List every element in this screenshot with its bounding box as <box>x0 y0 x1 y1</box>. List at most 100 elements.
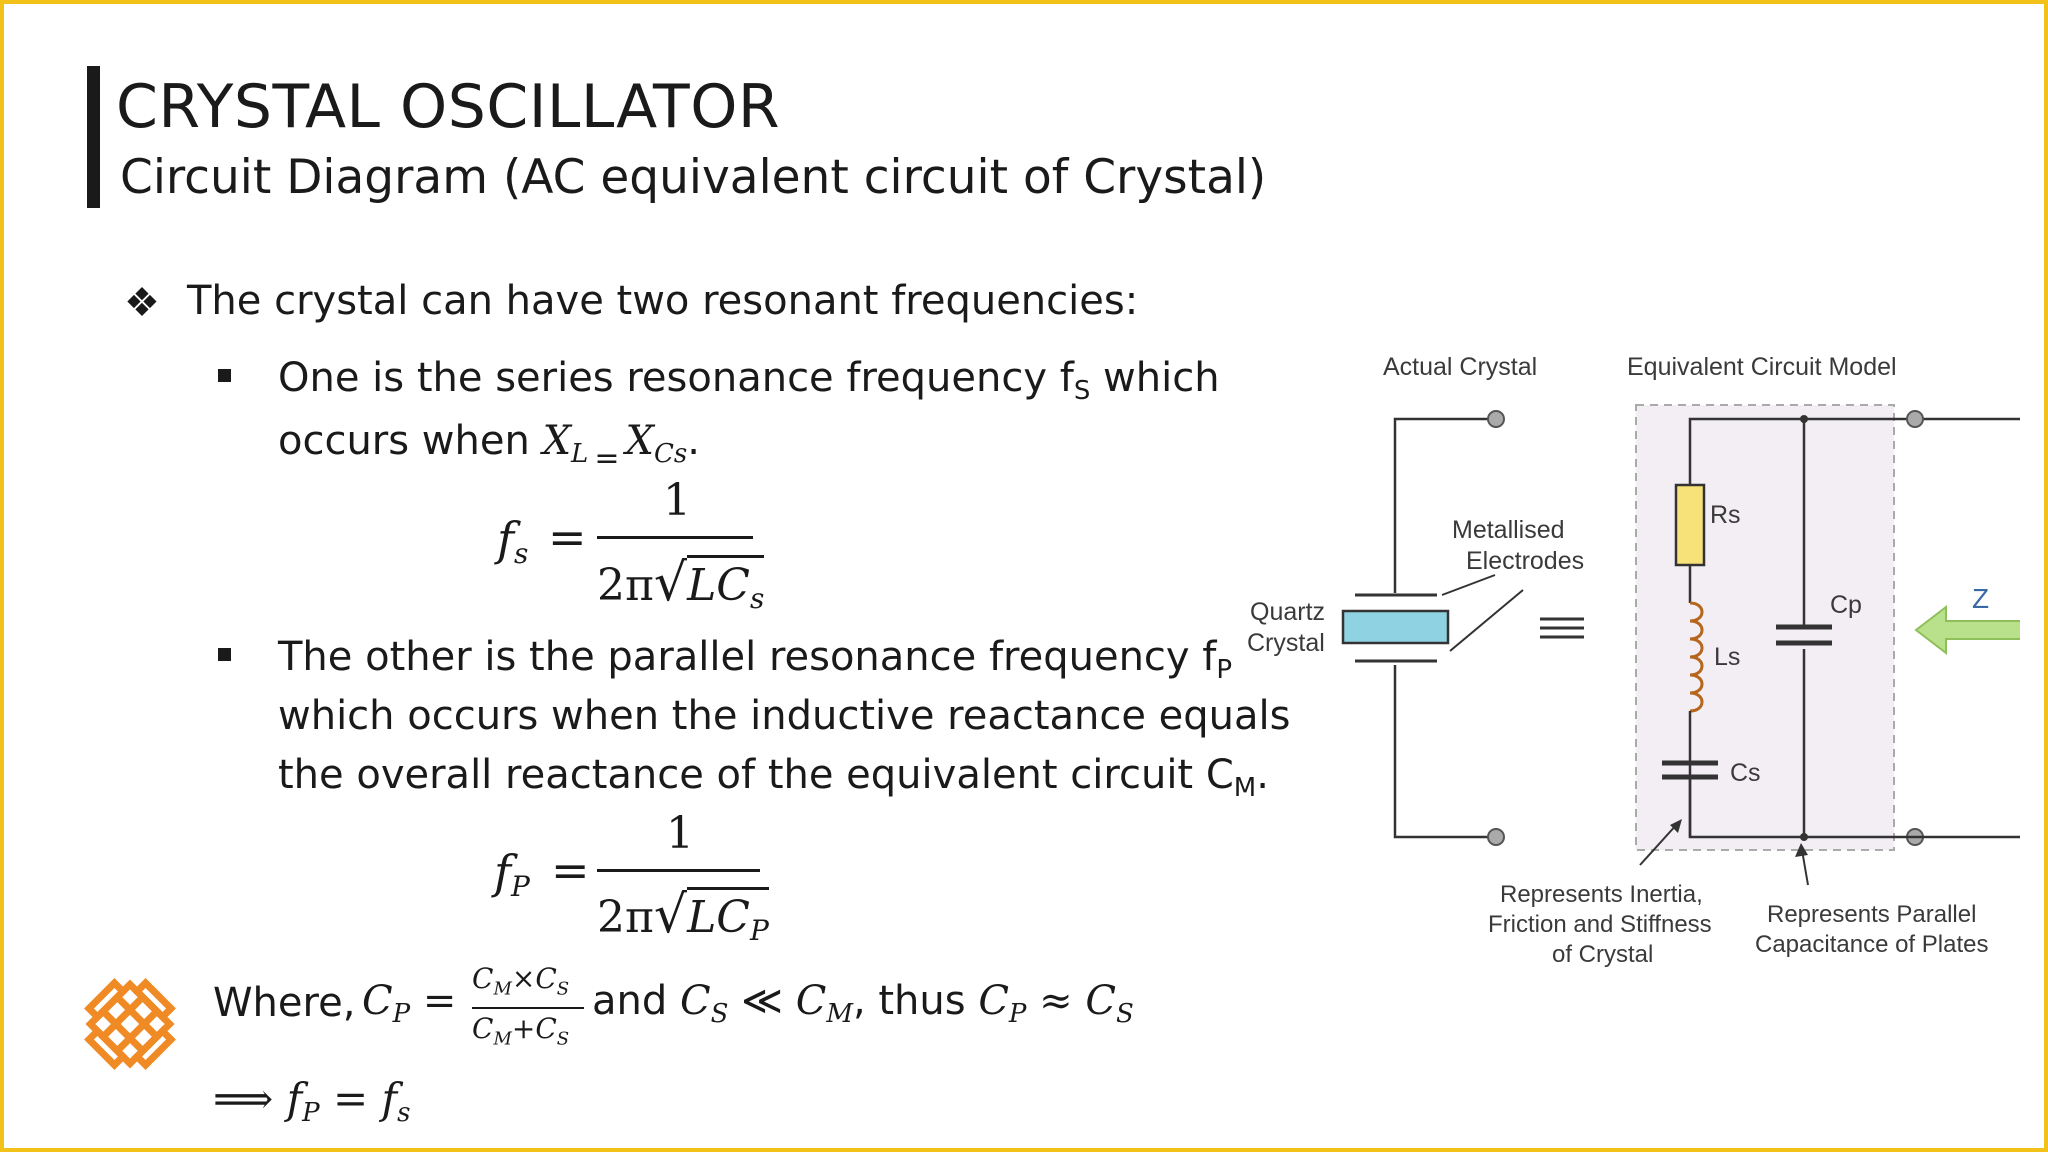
fp-equals: = <box>551 843 590 897</box>
parallel-line3-text: the overall reactance of the equivalent … <box>278 752 1234 798</box>
impedance-arrow-icon <box>1914 604 2020 656</box>
fs-symbol: f <box>497 512 515 566</box>
cp2-sub: P <box>1008 999 1027 1029</box>
fs-den-radicand: LCs <box>687 555 765 615</box>
xl-symbol: X <box>542 418 572 464</box>
xl-sub: L <box>571 439 589 469</box>
knot-logo-icon <box>84 978 176 1070</box>
equivalent-box <box>1635 404 1895 851</box>
label-metallised-2: Electrodes <box>1466 547 1584 575</box>
quartz-crystal <box>1341 609 1450 645</box>
cp-equals: = <box>410 978 457 1024</box>
xl-eq-sign: = <box>594 441 620 476</box>
fs-equals: = <box>548 510 587 564</box>
parallel-bullet-line2: which occurs when the inductive reactanc… <box>278 693 1291 739</box>
terminal-icon <box>1487 828 1505 846</box>
slide-subtitle: Circuit Diagram (AC equivalent circuit o… <box>120 150 1267 205</box>
inductor-ls <box>1689 601 1704 713</box>
label-metallised-1: Metallised <box>1452 516 1565 544</box>
where-cp: CP = <box>362 978 456 1029</box>
fs-denominator: 2π√LCs <box>597 553 765 615</box>
diamond-bullet-icon: ❖ <box>124 281 160 325</box>
fs-den-sub: s <box>749 582 765 615</box>
label-quartz-2: Crystal <box>1247 629 1325 657</box>
much-less-sign: ≪ <box>728 978 796 1024</box>
xcs-sub: Cs <box>653 439 688 469</box>
fs-sub: s <box>514 537 529 570</box>
frac-num-mid: ×C <box>511 962 557 995</box>
parallel-text-a: The other is the parallel resonance freq… <box>278 634 1217 680</box>
fp-den-lc: LC <box>687 892 750 943</box>
fs-numerator: 1 <box>663 475 691 526</box>
xcs-period: . <box>687 418 700 464</box>
main-bullet-text: The crystal can have two resonant freque… <box>187 278 1139 324</box>
cp-frac-denominator: CM+CS <box>472 1012 569 1050</box>
note-pointer <box>1639 822 1679 866</box>
fp-symbol: f <box>494 845 512 899</box>
electrode-pointer <box>1441 574 1496 596</box>
parallel-line3-period: . <box>1256 752 1269 798</box>
frac-num-sub2: S <box>556 978 570 1000</box>
final-fs-sub: s <box>397 1098 411 1128</box>
electrode-pointer <box>1449 589 1524 652</box>
note-right-1: Represents Parallel <box>1767 901 1976 928</box>
final-equals: = <box>319 1074 382 1123</box>
note-left-2: Friction and Stiffness <box>1488 911 1712 938</box>
implies-arrow-icon: ⟹ <box>213 1074 287 1123</box>
final-fp-sub: P <box>302 1098 320 1128</box>
parallel-bullet-line1: The other is the parallel resonance freq… <box>278 634 1232 685</box>
series-bullet-line2: occurs when XL=XCs. <box>278 418 700 476</box>
arrowhead-icon <box>1795 843 1808 857</box>
cs-symbol: C <box>679 978 711 1024</box>
resistor-rs <box>1674 483 1706 567</box>
series-text-a: One is the series resonance frequency f <box>278 355 1074 401</box>
where-rest: and CS ≪ CM, thus CP ≈ CS <box>592 978 1134 1029</box>
frac-den-c: C <box>472 1012 494 1045</box>
thus-text: , thus <box>852 978 979 1024</box>
xcs-symbol: X <box>625 418 654 464</box>
frac-den-sub2: S <box>556 1028 570 1050</box>
fs-den-lc: LC <box>687 560 750 611</box>
series-text-b: which <box>1090 355 1220 401</box>
slide-title: CRYSTAL OSCILLATOR <box>116 72 781 142</box>
frac-den-sub1: M <box>493 1028 512 1050</box>
fp-numerator: 1 <box>666 808 694 859</box>
cm-symbol: C <box>795 978 827 1024</box>
approx-sign: ≈ <box>1026 978 1086 1024</box>
crystal-circuit-diagram: Actual Crystal Equivalent Circuit Model … <box>1247 353 2020 968</box>
label-z: Z <box>1972 583 1989 614</box>
fs-den-2pi: 2π <box>597 560 654 611</box>
label-rs: Rs <box>1710 501 1741 529</box>
label-actual-crystal: Actual Crystal <box>1383 353 1537 381</box>
junction-dot <box>1800 415 1808 423</box>
label-cs: Cs <box>1730 759 1761 787</box>
fp-fraction-bar <box>597 869 760 872</box>
fp-den-2pi: 2π <box>597 892 654 943</box>
frac-num-c: C <box>472 962 494 995</box>
fp-den-radicand: LCP <box>687 887 769 947</box>
label-equivalent-model: Equivalent Circuit Model <box>1627 353 1897 381</box>
square-bullet-icon <box>218 369 231 382</box>
final-fp-symbol: f <box>286 1074 303 1123</box>
fp-den-sub: P <box>749 914 769 947</box>
fp-sub: P <box>511 870 530 903</box>
note-right-2: Capacitance of Plates <box>1755 931 1988 958</box>
crystal-top-wire <box>1393 417 1495 593</box>
implies-line: ⟹ fP = fs <box>213 1074 410 1128</box>
fs-lhs: fs <box>497 512 528 570</box>
final-fs-symbol: f <box>381 1074 398 1123</box>
label-cp: Cp <box>1830 591 1862 619</box>
terminal-icon <box>1906 410 1924 428</box>
cm-sub: M <box>826 999 853 1029</box>
note-left-1: Represents Inertia, <box>1500 881 1703 908</box>
cs-sub: S <box>710 999 729 1029</box>
parallel-sub: P <box>1216 655 1233 685</box>
arrowhead-icon <box>1670 819 1682 833</box>
cp-symbol: C <box>362 978 393 1024</box>
cp-frac-numerator: CM×CS <box>472 962 569 1000</box>
note-left-3: of Crystal <box>1552 941 1653 968</box>
frac-num-sub1: M <box>493 978 512 1000</box>
note-pointer <box>1801 849 1809 886</box>
fs-fraction-bar <box>597 536 753 539</box>
